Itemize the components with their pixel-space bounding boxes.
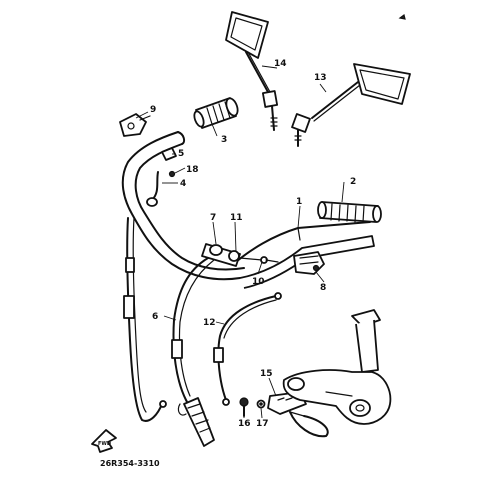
part-labels: 1 2 3 4 5 6 7 8 9 10 11 12 13 14 15 16 1… <box>150 59 356 429</box>
throttle-cable <box>171 257 215 447</box>
switch-8 <box>293 251 325 275</box>
fwd-arrow-icon: FWD <box>91 429 117 453</box>
part-label-17: 17 <box>256 419 269 429</box>
part-label-9: 9 <box>150 105 156 115</box>
cable-12 <box>213 292 282 406</box>
part-label-1: 1 <box>296 197 302 207</box>
part-label-15: 15 <box>260 369 273 379</box>
part-label-12: 12 <box>203 318 216 328</box>
diagram-code: 26R354-3310 <box>100 459 160 468</box>
part-label-10: 10 <box>252 277 265 287</box>
steering-bracket <box>282 309 392 425</box>
mirror-right <box>291 63 411 147</box>
handlebar-left-arm <box>121 131 245 281</box>
leader-lines <box>135 65 345 419</box>
part-label-6: 6 <box>152 312 158 322</box>
part-label-5: 5 <box>178 149 184 159</box>
grip-left <box>193 97 239 129</box>
part-label-3: 3 <box>221 135 227 145</box>
bolts-16-17 <box>239 397 266 417</box>
cable-6 <box>123 217 167 422</box>
part-label-7: 7 <box>210 213 216 223</box>
part-label-18: 18 <box>186 165 199 175</box>
part-label-2: 2 <box>350 177 356 187</box>
throttle-junction <box>201 243 279 267</box>
corner-mark <box>398 13 406 20</box>
mirror-left <box>225 11 279 131</box>
part-label-16: 16 <box>238 419 251 429</box>
part-label-4: 4 <box>180 179 186 189</box>
part-label-14: 14 <box>274 59 287 69</box>
part-label-11: 11 <box>230 213 243 223</box>
lever-bracket <box>146 147 177 207</box>
fwd-label: FWD <box>98 441 111 447</box>
part-label-13: 13 <box>314 73 327 83</box>
part-label-8: 8 <box>320 283 326 293</box>
holder-9 <box>119 113 151 137</box>
grip-right <box>317 201 382 223</box>
